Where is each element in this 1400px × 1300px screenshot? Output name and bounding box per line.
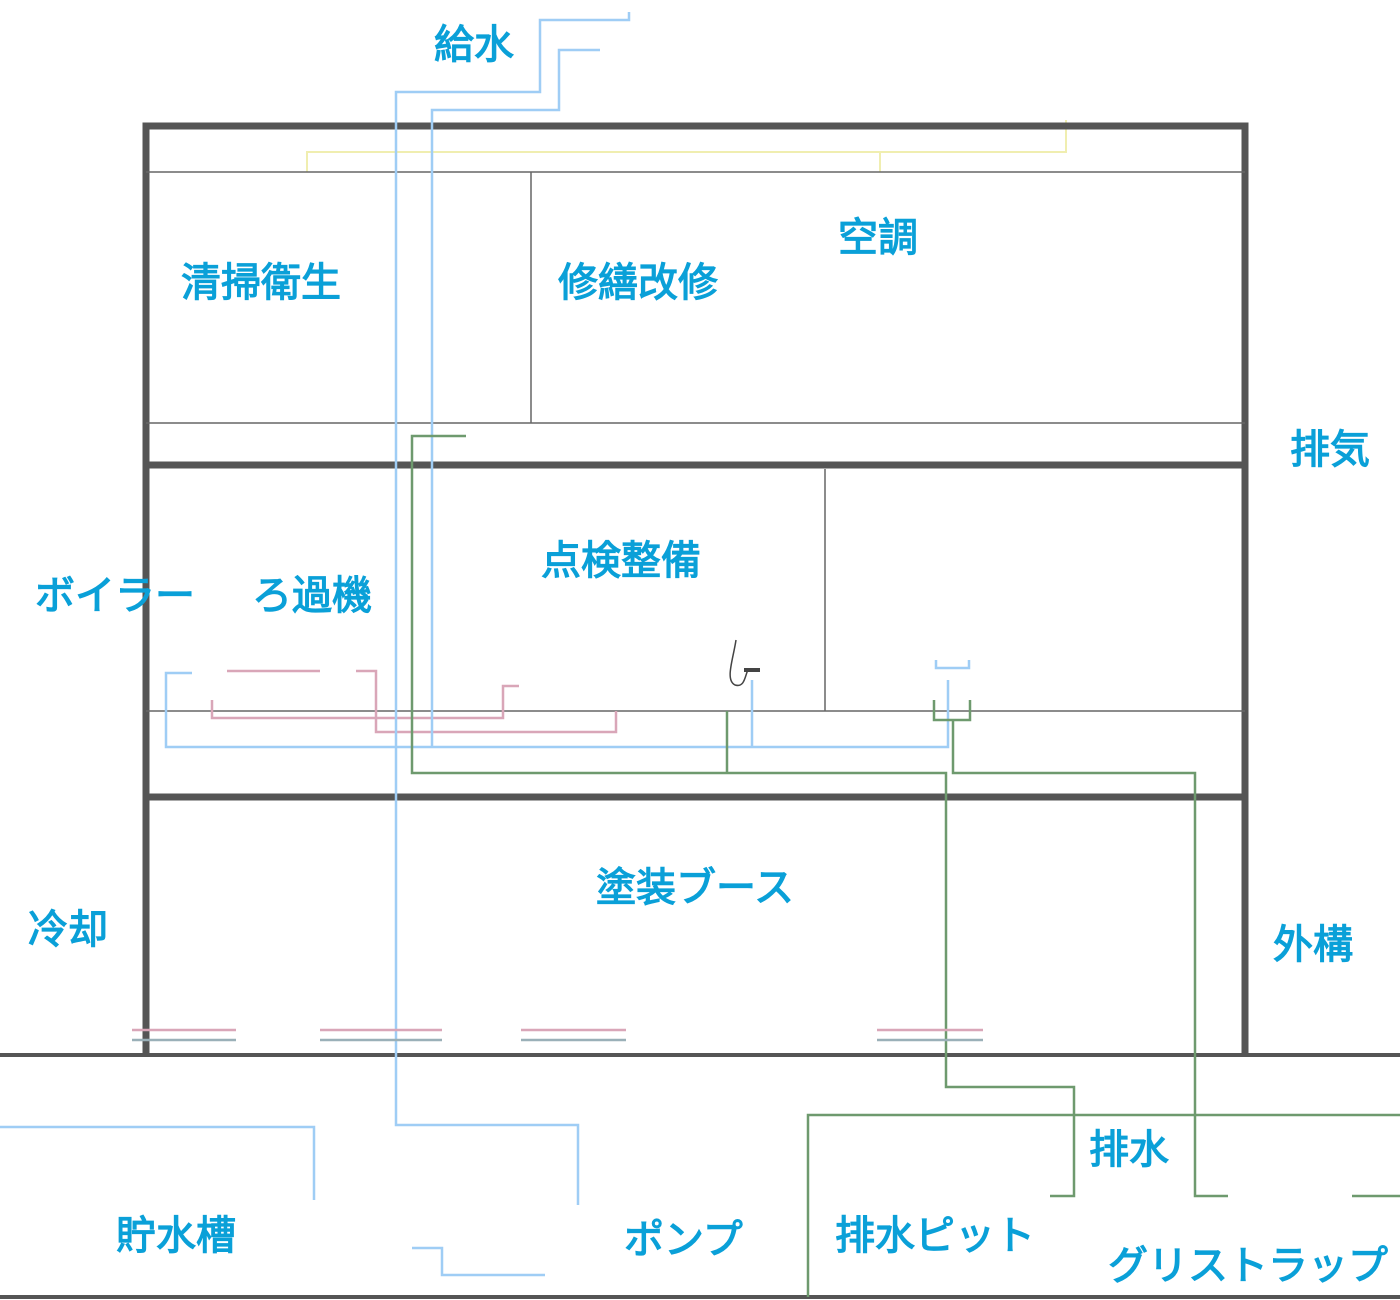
label-hvac: 空調: [838, 215, 918, 261]
label-drain-pit: 排水ピット: [835, 1213, 1035, 1259]
label-water-supply: 給水: [434, 22, 514, 68]
label-pump: ポンプ: [624, 1217, 743, 1263]
building-structure: [142, 122, 1249, 1055]
label-filter: ろ過機: [252, 573, 372, 619]
label-boiler: ボイラー: [35, 573, 195, 619]
label-inspection: 点検整備: [541, 538, 701, 584]
label-exhaust: 排気: [1290, 427, 1370, 473]
label-cooling: 冷却: [28, 907, 108, 953]
label-storage-tank: 貯水槽: [116, 1213, 236, 1259]
label-grease-trap: グリストラップ: [1108, 1243, 1388, 1289]
water-supply-pipes: [0, 12, 971, 1277]
drainage-pipes: [410, 434, 1400, 1297]
label-repair: 修繕改修: [558, 260, 718, 306]
room-partitions: [146, 171, 1245, 712]
hose-fixture-icon: [729, 639, 760, 687]
label-paint-booth: 塗装ブース: [596, 865, 794, 911]
exhaust-duct: [306, 120, 1067, 172]
ground-line: [0, 1053, 1400, 1299]
label-exterior: 外構: [1273, 922, 1353, 968]
label-cleaning: 清掃衛生: [181, 260, 341, 306]
hot-water-pipes: [210, 669, 618, 734]
underfloor-pipes: [132, 1028, 983, 1042]
label-drainage: 排水: [1089, 1127, 1169, 1173]
